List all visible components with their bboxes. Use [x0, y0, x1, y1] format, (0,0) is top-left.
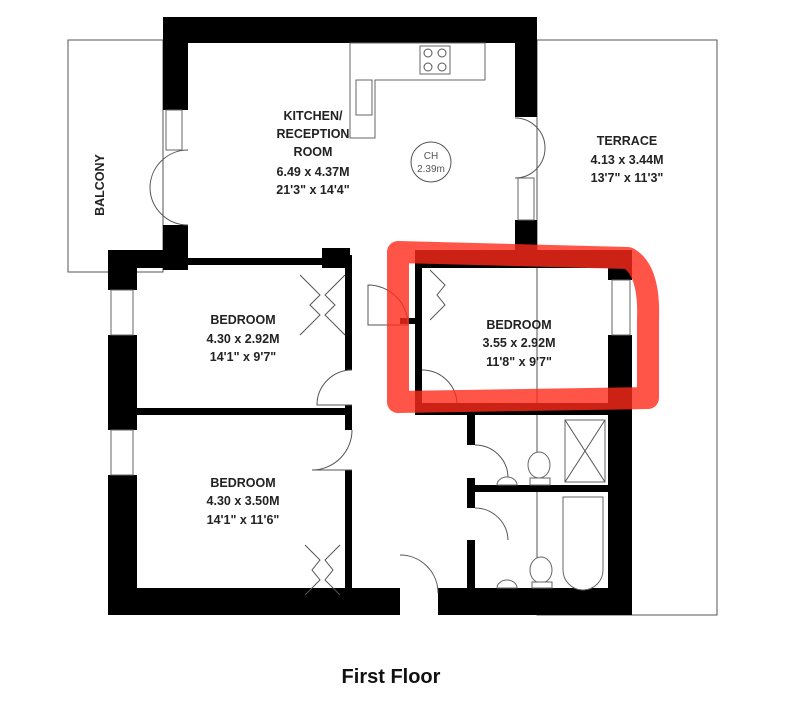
kitchen-fixtures	[349, 42, 486, 139]
room-bedroom-1: BEDROOM 4.30 x 2.92M 14'1" x 9'7"	[207, 313, 280, 364]
room-metric: 4.13 x 3.44M	[591, 153, 664, 167]
windows	[110, 109, 631, 476]
room-metric: 6.49 x 4.37M	[277, 165, 350, 179]
room-kitchen: KITCHEN/ RECEPTION ROOM 6.49 x 4.37M 21'…	[276, 109, 349, 197]
room-name: BEDROOM	[486, 318, 551, 332]
room-imperial: 14'1" x 11'6"	[207, 513, 280, 527]
room-metric: 4.30 x 3.50M	[207, 494, 280, 508]
doors	[149, 117, 546, 596]
room-imperial: 11'8" x 9'7"	[486, 355, 552, 369]
room-name: BEDROOM	[210, 476, 275, 490]
ceiling-height-label: CH	[424, 151, 438, 162]
room-imperial: 13'7" x 11'3"	[591, 171, 664, 185]
bathroom-fixtures	[496, 419, 606, 591]
room-bedroom-3: BEDROOM 4.30 x 3.50M 14'1" x 11'6"	[207, 476, 280, 527]
floor-title: First Floor	[342, 666, 441, 688]
highlight-marker	[387, 241, 660, 413]
room-imperial: 14'1" x 9'7"	[210, 350, 277, 364]
room-metric: 3.55 x 2.92M	[483, 336, 556, 350]
room-name: TERRACE	[597, 134, 657, 148]
ceiling-height-value: 2.39m	[417, 164, 445, 175]
ceiling-height-marker	[410, 141, 452, 183]
room-name: RECEPTION	[277, 127, 350, 141]
room-bedroom-2: BEDROOM 3.55 x 2.92M 11'8" x 9'7"	[483, 318, 556, 369]
room-name: KITCHEN/	[283, 109, 343, 123]
room-name: BEDROOM	[210, 313, 275, 327]
room-name: ROOM	[294, 145, 333, 159]
room-imperial: 21'3" x 14'4"	[276, 183, 349, 197]
room-terrace: TERRACE 4.13 x 3.44M 13'7" x 11'3"	[591, 134, 664, 185]
room-balcony: BALCONY	[93, 153, 107, 215]
balcony-outline	[67, 39, 164, 273]
room-metric: 4.30 x 2.92M	[207, 332, 280, 346]
walls	[108, 17, 632, 615]
